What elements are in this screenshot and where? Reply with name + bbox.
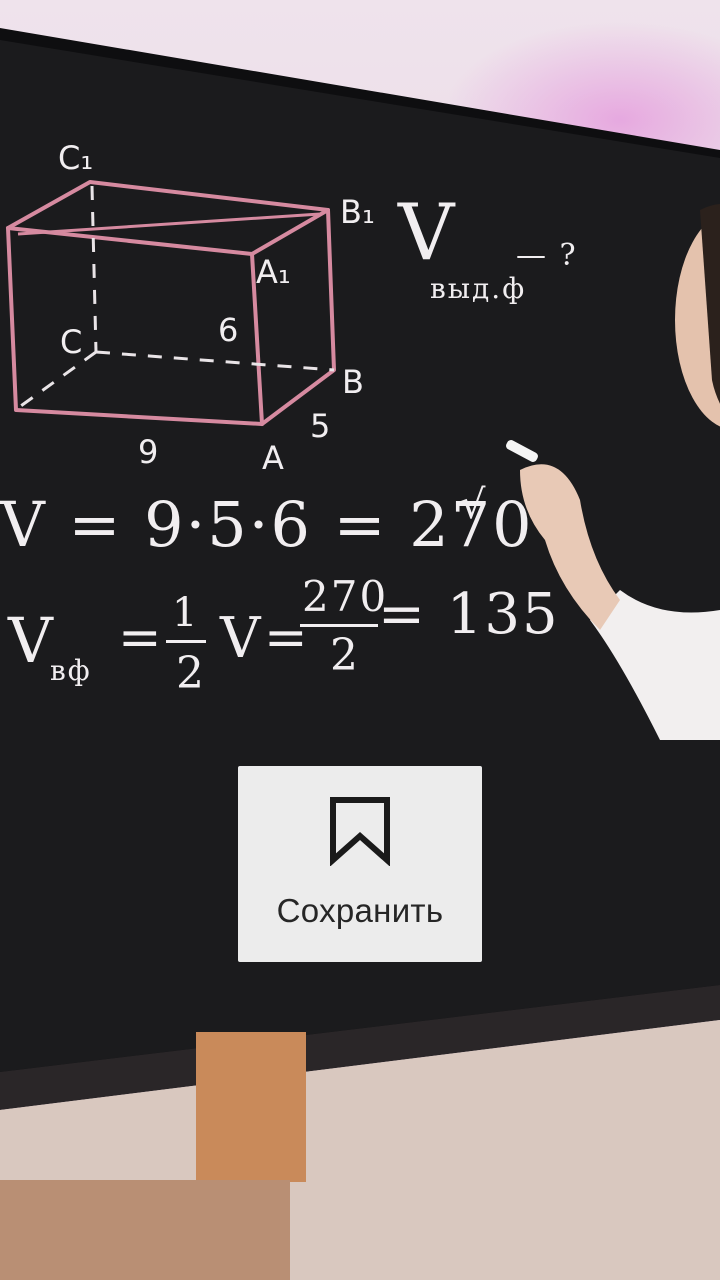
question-v: V (398, 188, 457, 278)
board-ledge (0, 985, 720, 1110)
vertex-c1-label: C₁ (58, 139, 94, 177)
dimension-height-label: 6 (218, 311, 239, 349)
question-suffix: — ? (516, 238, 578, 273)
bookmark-icon (330, 797, 390, 866)
hidden-edges (17, 185, 335, 410)
top-diagonal (17, 212, 321, 236)
formula-half-equals2: = (264, 608, 310, 668)
formula-half-denominator: 2 (176, 648, 206, 699)
save-label: Сохранить (276, 892, 444, 929)
save-button[interactable]: Сохранить (238, 766, 482, 962)
formula-half-fraction-denominator: 2 (330, 630, 360, 681)
fraction-bar-1 (166, 640, 206, 643)
formula-half-fraction-numerator: 270 (302, 572, 389, 621)
dimension-width-label: 5 (310, 407, 331, 445)
formula-half-subscript: вф (50, 654, 92, 687)
teacher-figure (506, 204, 720, 740)
formula-half-v: V (8, 604, 55, 677)
vertex-b-label: B (342, 363, 364, 401)
wall-stand (196, 1032, 306, 1182)
vertex-a1-label: A₁ (256, 253, 291, 291)
desk (0, 1180, 290, 1280)
formula-half-equals: = (118, 608, 164, 668)
formula-volume: V = 9·5·6 = 270 (0, 488, 534, 561)
board-surface (0, 40, 720, 1072)
formula-half-numerator: 1 (172, 590, 200, 636)
formula-half-result: = 135 (378, 582, 560, 647)
check-mark: √ (460, 482, 488, 528)
dimension-length-label: 9 (138, 433, 159, 471)
question-subscript: выд.ф (430, 272, 527, 305)
vertex-b1-label: B₁ (340, 193, 375, 231)
fraction-bar-2 (300, 624, 378, 627)
vertex-c-label: C (60, 323, 83, 361)
formula-half-v2: V (220, 606, 263, 671)
vertex-a-label: A (262, 439, 284, 477)
